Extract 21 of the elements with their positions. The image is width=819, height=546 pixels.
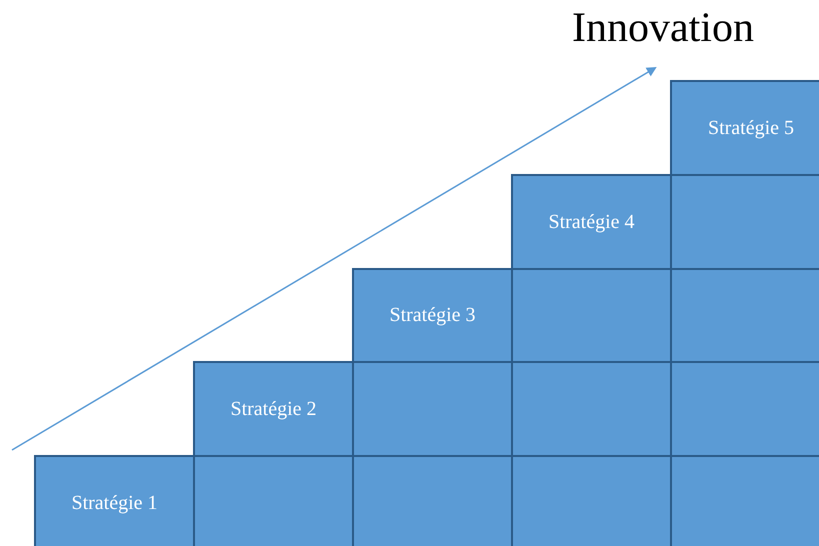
step-box	[352, 455, 513, 546]
step-box	[352, 361, 513, 457]
strategy-step-box	[34, 455, 195, 546]
step-box	[670, 268, 819, 363]
step-box	[193, 455, 354, 546]
step-box	[670, 455, 819, 546]
step-box	[511, 361, 672, 457]
step-box	[511, 268, 672, 363]
step-label: Stratégie 5	[708, 116, 794, 140]
step-label: Stratégie 1	[71, 492, 158, 515]
step-label: Stratégie 2	[230, 398, 317, 420]
step-label: Stratégie 4	[548, 210, 635, 234]
strategy-step-box	[511, 174, 672, 270]
step-box	[511, 455, 672, 546]
strategy-step-box	[352, 268, 513, 363]
step-box	[670, 361, 819, 457]
step-label: Stratégie 3	[389, 304, 476, 327]
strategy-step-box	[193, 361, 354, 457]
axis-caption: Innovation	[572, 4, 754, 52]
strategy-step-box	[670, 80, 819, 176]
step-box	[670, 174, 819, 270]
